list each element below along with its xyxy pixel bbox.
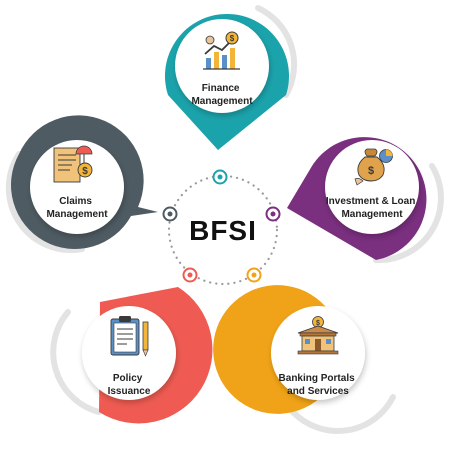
node-claims-line-1: Claims	[59, 196, 92, 207]
node-investment-line-2: Management	[341, 209, 403, 220]
money-bag-icon: $	[354, 148, 393, 186]
node-policy: Policy Issuance	[50, 287, 213, 424]
svg-text:$: $	[230, 34, 235, 43]
node-claims-ring	[5, 151, 85, 253]
ring-marker-claims	[162, 206, 178, 222]
node-policy-line-2: Issuance	[108, 386, 151, 397]
node-claims-label: Claims Management	[46, 196, 108, 220]
svg-text:$: $	[368, 165, 374, 177]
node-investment-line-1: Investment & Loan	[326, 196, 415, 207]
node-claims-disc	[30, 140, 124, 234]
node-investment-disc	[325, 140, 419, 234]
node-finance-label: Finance Management	[191, 83, 253, 107]
node-banking-tail	[262, 287, 300, 318]
node-claims-line-2: Management	[46, 209, 108, 220]
finance-chart-icon: $	[203, 31, 240, 70]
node-banking: $ Banking Portals and Services	[213, 285, 396, 435]
node-banking-line-1: Banking Portals	[279, 373, 356, 384]
svg-text:$: $	[316, 320, 320, 327]
center-dotted-ring	[167, 174, 279, 286]
node-investment-ring	[373, 163, 444, 264]
ring-marker-banking	[246, 267, 262, 283]
node-banking-label: Banking Portals and Services	[279, 373, 358, 397]
ring-marker-investment	[265, 206, 281, 222]
node-investment: $ Investment & Loan Management	[287, 137, 444, 264]
node-claims: $ Claims Management	[5, 115, 159, 253]
node-finance-ring	[255, 5, 298, 98]
node-banking-line-2: and Services	[287, 386, 349, 397]
ring-marker-finance	[212, 169, 228, 185]
node-policy-ring	[50, 309, 102, 415]
ring-marker-policy	[182, 267, 198, 283]
svg-text:$: $	[82, 166, 88, 177]
center-label: BFSI	[189, 215, 257, 246]
bank-building-icon: $	[297, 316, 339, 355]
node-policy-label: Policy Issuance	[108, 373, 151, 397]
node-finance: $ Finance Management	[165, 5, 298, 151]
node-banking-ring	[290, 394, 396, 435]
node-finance-line-1: Finance	[202, 83, 240, 94]
node-investment-label: Investment & Loan Management	[326, 196, 418, 220]
claims-document-icon: $	[53, 145, 93, 183]
node-finance-line-2: Management	[191, 96, 253, 107]
clipboard-policy-icon	[110, 316, 149, 357]
node-policy-line-1: Policy	[113, 373, 143, 384]
